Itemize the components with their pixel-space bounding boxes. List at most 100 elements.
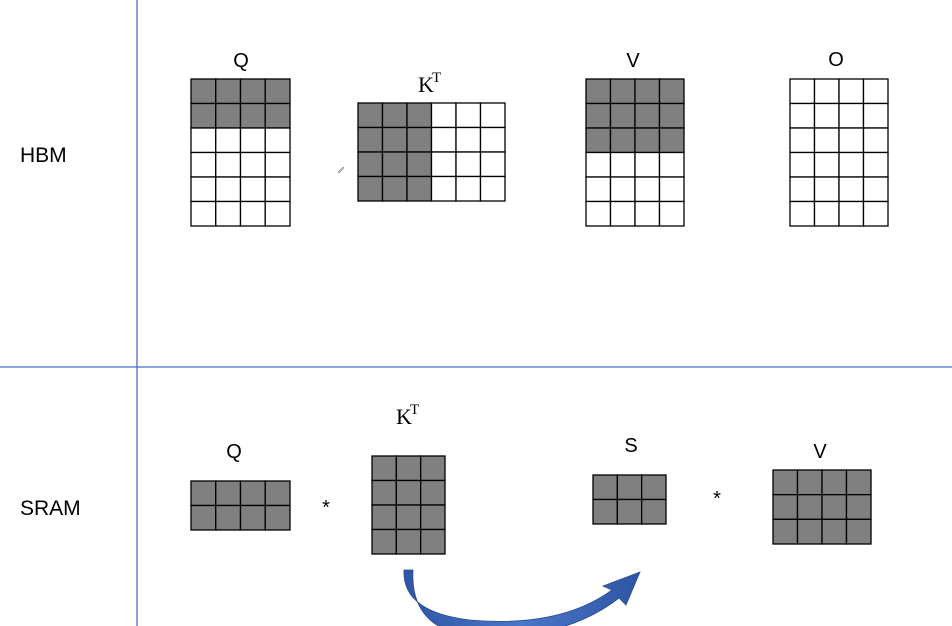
matrix-cell-shaded (772, 469, 799, 496)
matrix-cell-empty (813, 176, 840, 203)
matrix-cell-shaded (406, 126, 433, 153)
matrix-cell-empty (239, 151, 266, 178)
matrix-cell-shaded (609, 78, 636, 105)
matrix-cell-shaded (264, 102, 291, 129)
hbm-o-matrix (789, 78, 889, 227)
matrix-cell-shaded (616, 474, 643, 501)
matrix-cell-shaded (395, 455, 422, 482)
matrix-cell-empty (479, 102, 506, 129)
hbm-kt-label: K T (418, 70, 441, 97)
matrix-cell-shaded (641, 498, 667, 525)
matrix-cell-empty (609, 151, 636, 178)
multiply-sign-2: * (713, 488, 721, 510)
matrix-cell-shaded (845, 494, 872, 520)
matrix-cell-shaded (371, 504, 397, 531)
matrix-cell-empty (455, 175, 482, 202)
matrix-cell-shaded (190, 480, 217, 507)
matrix-cell-shaded (381, 126, 408, 153)
matrix-cell-shaded (658, 78, 685, 105)
matrix-cell-shaded (239, 504, 266, 531)
matrix-cell-empty (862, 151, 889, 178)
matrix-cell-shaded (592, 498, 618, 525)
sram-q-matrix (190, 480, 291, 531)
multiply-sign-1: * (322, 497, 330, 519)
matrix-cell-empty (430, 175, 457, 202)
matrix-cell-shaded (772, 494, 799, 520)
matrix-cell-shaded (585, 102, 612, 129)
matrix-cell-empty (862, 127, 889, 154)
matrix-cell-shaded (609, 102, 636, 129)
matrix-cell-empty (215, 200, 242, 227)
matrix-cell-shaded (371, 455, 397, 482)
hbm-t-superscript: T (432, 70, 441, 86)
hbm-q-matrix (190, 78, 291, 227)
hbm-o-label: O (828, 49, 844, 71)
matrix-cell-empty (190, 151, 217, 178)
matrix-cell-empty (813, 102, 840, 129)
matrix-cell-empty (813, 127, 840, 154)
matrix-cell-shaded (215, 480, 242, 507)
matrix-cell-shaded (215, 102, 242, 129)
matrix-cell-shaded (796, 494, 823, 520)
matrix-cell-empty (430, 102, 457, 129)
matrix-cell-shaded (616, 498, 643, 525)
sram-kt-label: K T (396, 402, 419, 429)
sram-s-matrix (592, 474, 667, 525)
matrix-cell-empty (239, 176, 266, 203)
matrix-cell-shaded (371, 479, 397, 506)
matrix-cell-empty (239, 200, 266, 227)
matrix-cell-shaded (381, 102, 408, 129)
sram-s-label: S (624, 435, 637, 457)
matrix-cell-empty (264, 127, 291, 154)
matrix-cell-empty (862, 200, 889, 227)
hbm-v-label: V (626, 50, 640, 72)
matrix-cell-shaded (215, 78, 242, 105)
matrix-cell-empty (789, 102, 816, 129)
hbm-kt-matrix (357, 102, 506, 202)
matrix-cell-shaded (796, 469, 823, 496)
matrix-cell-shaded (585, 127, 612, 154)
matrix-cell-shaded (371, 528, 397, 555)
matrix-cell-empty (838, 151, 865, 178)
matrix-cell-empty (838, 176, 865, 203)
matrix-cell-empty (789, 151, 816, 178)
matrix-cell-empty (789, 176, 816, 203)
matrix-cell-shaded (658, 102, 685, 129)
matrix-cell-shaded (821, 469, 848, 496)
matrix-cell-shaded (420, 455, 446, 482)
hbm-k-letter: K (418, 72, 434, 97)
matrix-cell-empty (190, 176, 217, 203)
matrix-cell-empty (789, 200, 816, 227)
matrix-cell-shaded (357, 151, 384, 178)
matrix-cell-shaded (845, 469, 872, 496)
matrix-cell-shaded (239, 78, 266, 105)
matrix-cell-shaded (190, 78, 217, 105)
matrix-cell-empty (634, 151, 661, 178)
matrix-cell-shaded (357, 102, 384, 129)
sram-v-matrix (772, 469, 872, 545)
matrix-cell-shaded (190, 504, 217, 531)
matrix-cell-shaded (406, 151, 433, 178)
matrix-cell-shaded (609, 127, 636, 154)
matrix-cell-empty (190, 127, 217, 154)
sram-kt-matrix (371, 455, 446, 555)
pencil-mark-icon (337, 166, 345, 174)
matrix-cell-shaded (357, 126, 384, 153)
matrix-cell-empty (455, 102, 482, 129)
matrix-cell-empty (430, 126, 457, 153)
sram-q-label: Q (226, 441, 242, 463)
matrix-cell-empty (190, 200, 217, 227)
matrix-cell-empty (585, 151, 612, 178)
matrix-cell-shaded (381, 151, 408, 178)
matrix-cell-shaded (190, 102, 217, 129)
sram-t-superscript: T (410, 402, 419, 418)
matrix-cell-shaded (215, 504, 242, 531)
matrix-cell-shaded (264, 480, 291, 507)
matrix-cell-empty (813, 200, 840, 227)
matrix-cell-empty (479, 126, 506, 153)
sram-v-label: V (813, 441, 827, 463)
matrix-cell-shaded (264, 78, 291, 105)
matrix-cell-shaded (420, 504, 446, 531)
matrix-cell-empty (658, 200, 685, 227)
matrix-cell-empty (585, 200, 612, 227)
